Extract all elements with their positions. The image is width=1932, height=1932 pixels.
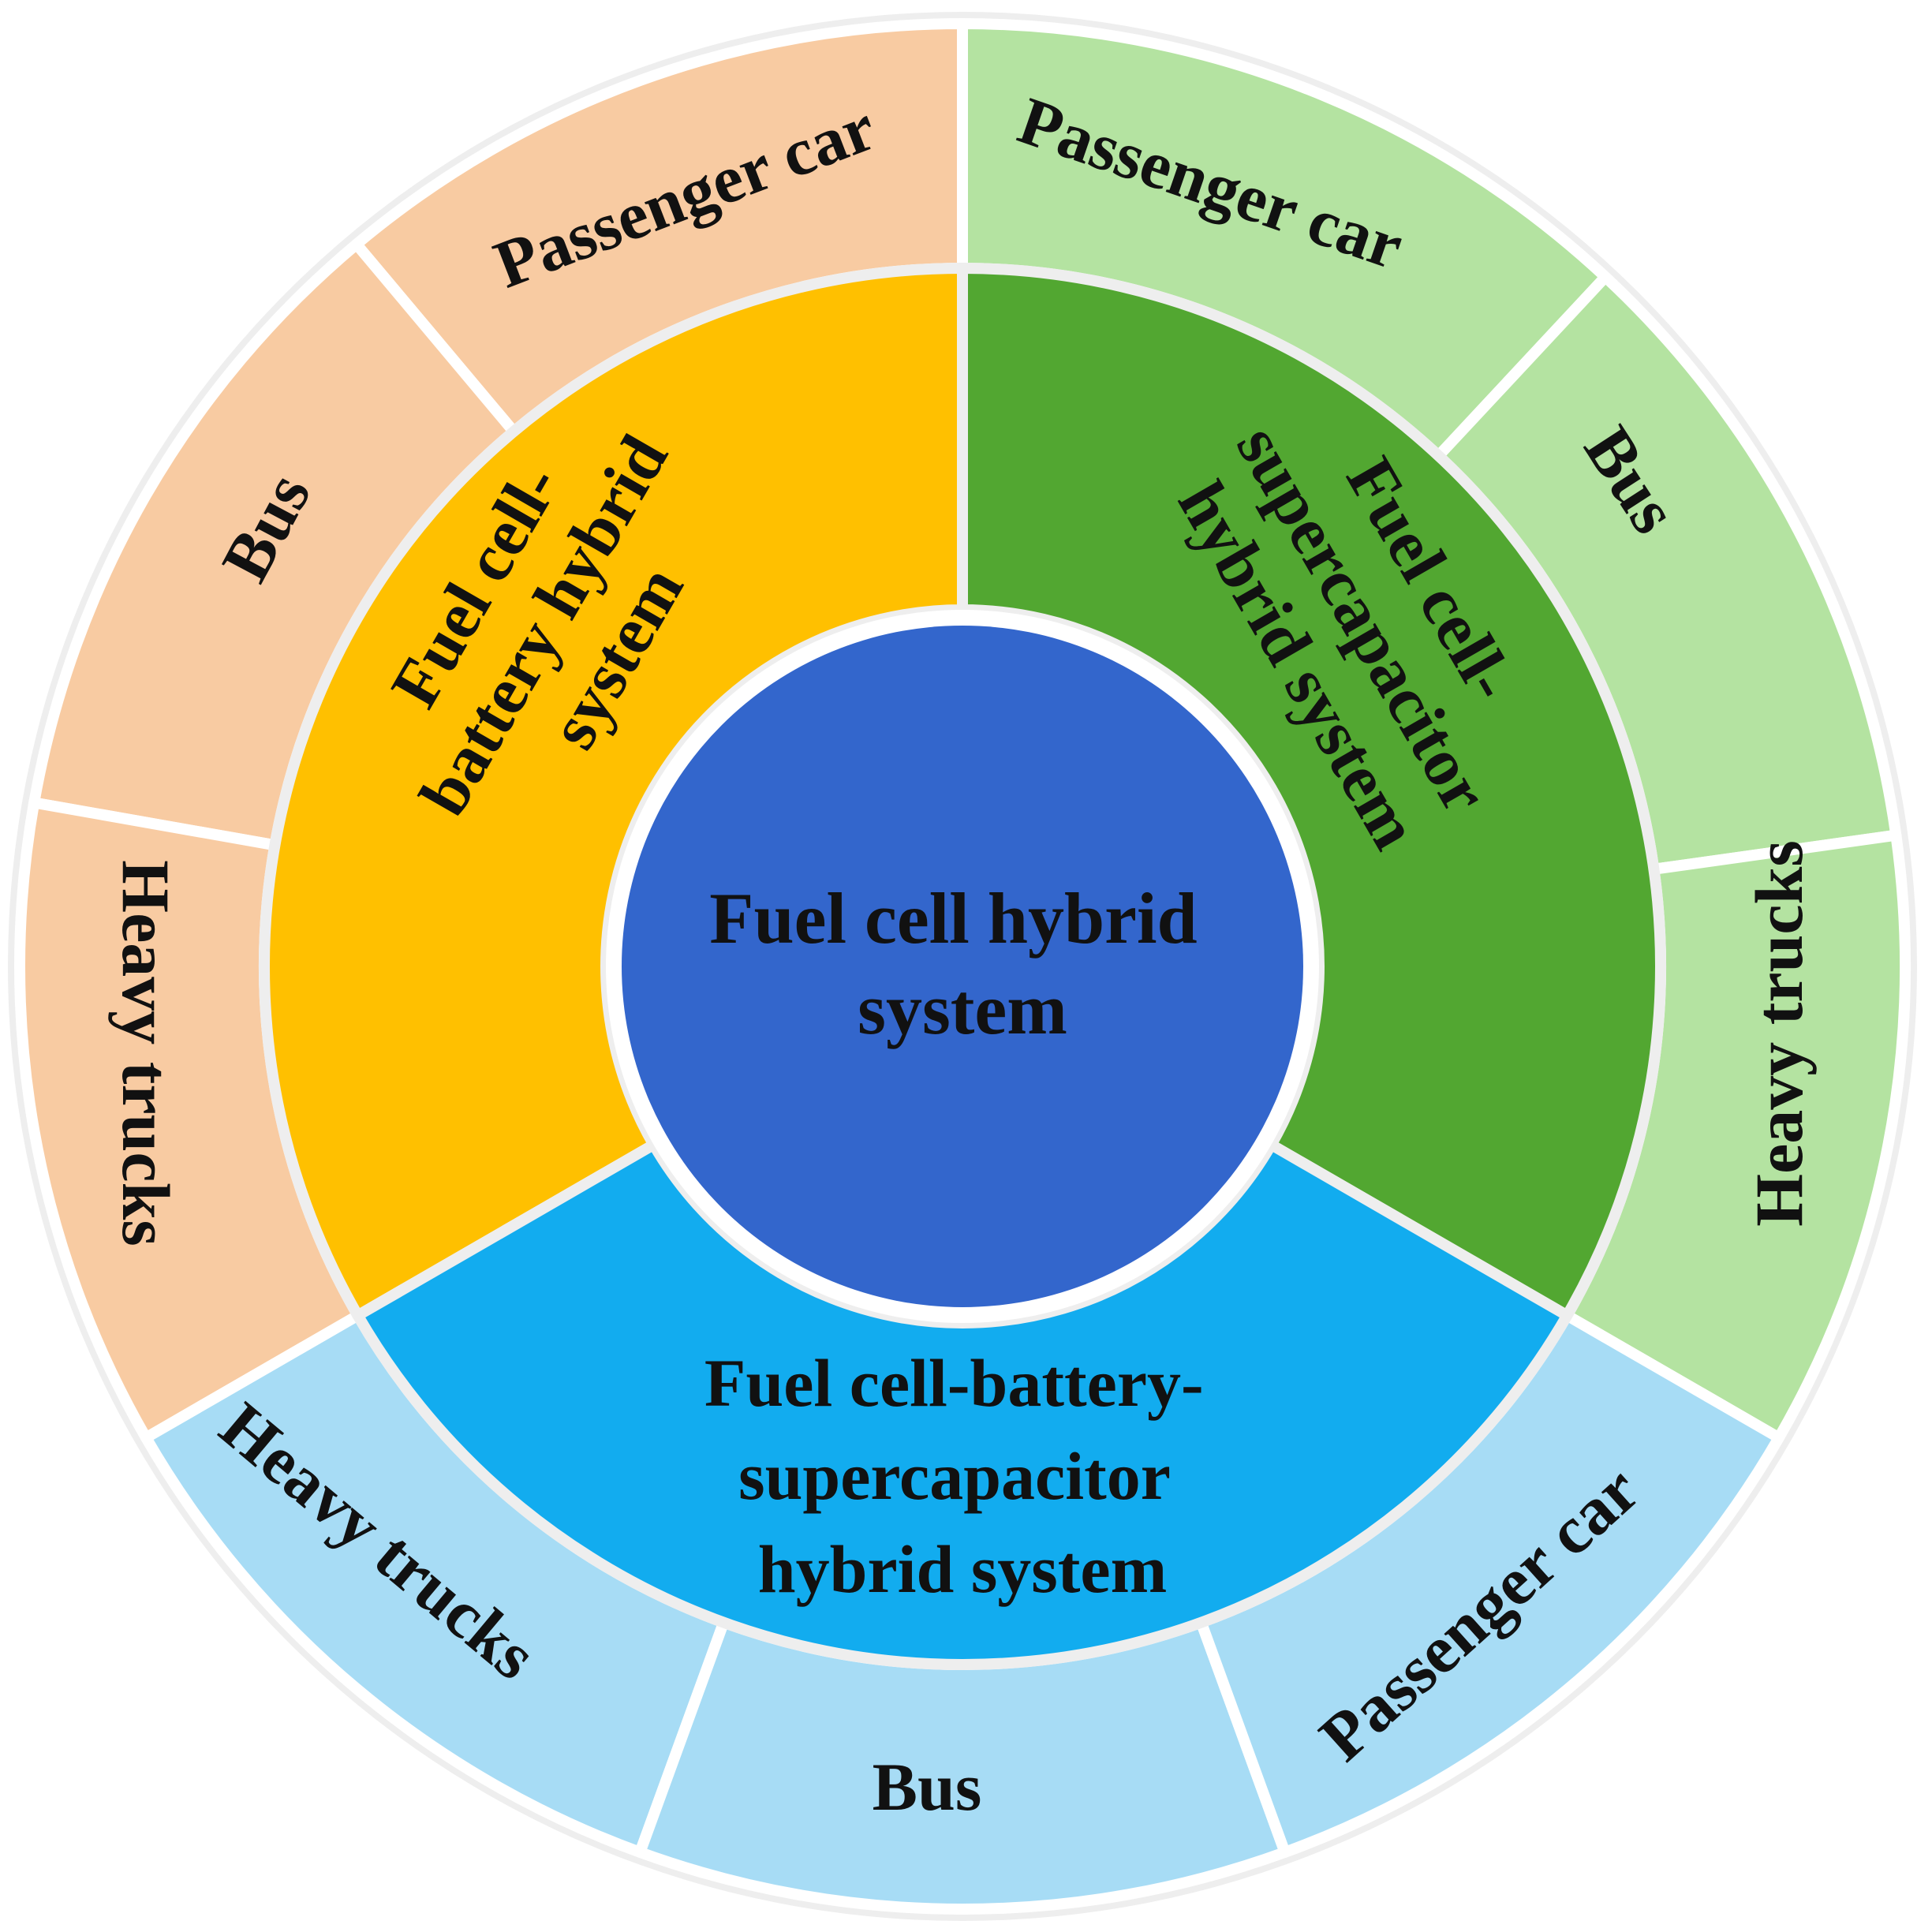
- application-ring: [14, 18, 1911, 1915]
- system-label-battery-supercapacitor: Fuel cell-battery- supercapacitor hybrid…: [704, 1345, 1220, 1607]
- system-ring: [259, 263, 1666, 1670]
- application-label: Heavy trucks: [108, 860, 184, 1246]
- center-label-line: Fuel cell hybrid: [709, 878, 1197, 959]
- center-disc: [622, 626, 1303, 1307]
- application-label: Heavy trucks: [1741, 840, 1817, 1227]
- center-label-line: system: [858, 969, 1067, 1049]
- system-label-line: hybrid system: [758, 1531, 1167, 1607]
- center-label: Fuel cell hybrid system: [709, 878, 1215, 1049]
- application-label: Bus: [873, 1749, 982, 1825]
- system-label-line: supercapacitor: [738, 1438, 1170, 1514]
- system-label-line: Fuel cell-battery-: [704, 1345, 1204, 1421]
